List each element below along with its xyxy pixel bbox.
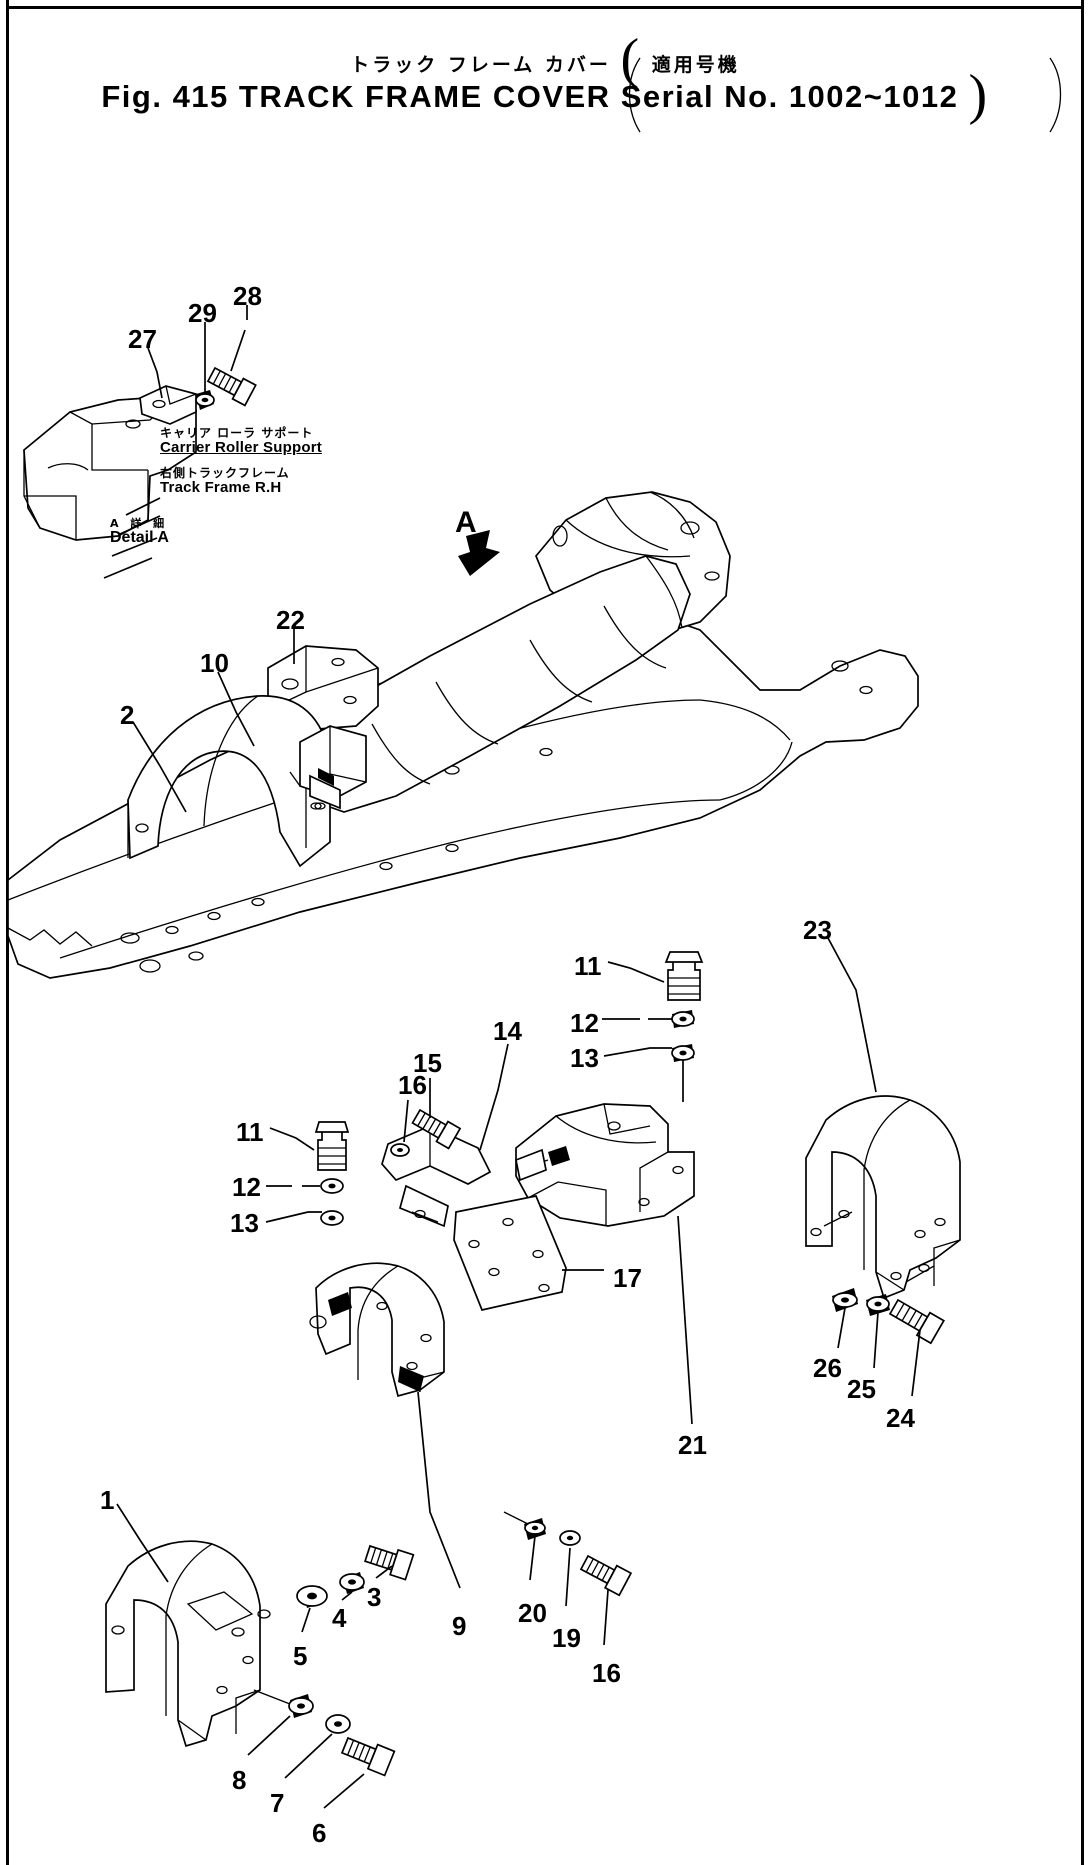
callout-8-c8: 8 (232, 1765, 247, 1795)
callout-26-c26: 26 (813, 1353, 842, 1383)
fasteners-11-12-13-right (602, 951, 704, 1102)
bracket-21-artwork (381, 1043, 695, 1646)
title-block: トラック フレーム カバー ( 適用号機 Fig. 415 TRACK FRAM… (0, 31, 1090, 123)
callout-12-c12b: 12 (570, 1008, 599, 1038)
callout-20-c20: 20 (518, 1598, 547, 1628)
callout-23-c23: 23 (803, 915, 832, 945)
callout-11-c11b: 11 (574, 951, 602, 981)
callout-13-c13b: 13 (570, 1043, 599, 1073)
serial-english: Serial No. 1002~1012 (620, 79, 959, 114)
cover-1-artwork (105, 1503, 415, 1809)
page-border-left (6, 0, 9, 1865)
figure-title: Fig. 415 TRACK FRAME COVER (101, 79, 611, 114)
callout-13-c13a: 13 (230, 1208, 259, 1238)
callout-2-c2: 2 (120, 700, 135, 730)
page-border-right (1081, 0, 1084, 1865)
cover-23-artwork (805, 937, 961, 1397)
callout-21-c21: 21 (678, 1430, 707, 1460)
note-2-japanese: 右側トラックフレーム (160, 466, 290, 480)
detail-a-label-japanese: A 詳 細 (110, 517, 169, 530)
callout-19-c19: 19 (552, 1623, 581, 1653)
fasteners-11-12-13-left (265, 1121, 350, 1226)
callout-12-c12a: 12 (232, 1172, 261, 1202)
callout-a-cA: A (455, 506, 477, 539)
title-english: Fig. 415 TRACK FRAME COVER Serial No. 10… (0, 67, 1090, 123)
title-japanese: トラック フレーム カバー ( 適用号機 (0, 31, 1090, 87)
callout-15-c15: 15 (413, 1048, 442, 1078)
title-paren-close: ) (968, 64, 989, 126)
callout-10-c10: 10 (200, 648, 229, 678)
callout-16-c16a: 16 (398, 1070, 427, 1100)
note-2-english: Track Frame R.H (160, 478, 282, 496)
callout-28-c28: 28 (233, 281, 262, 311)
callout-11-c11a: 11 (236, 1117, 264, 1147)
bracket-9-artwork (309, 1262, 461, 1589)
serial-japanese: 適用号機 (651, 54, 740, 76)
detail-a-note-1: キャリア ローラ サポート Carrier Roller Support (160, 427, 322, 455)
note-1-japanese: キャリア ローラ サポート (160, 426, 314, 440)
callout-7-c7: 7 (270, 1788, 285, 1818)
callout-9-c9: 9 (452, 1611, 467, 1641)
callout-29-c29: 29 (188, 298, 217, 328)
detail-a-label: A 詳 細 Detail A (110, 518, 169, 546)
callout-22-c22: 22 (276, 605, 305, 635)
callout-14-c14: 14 (493, 1016, 522, 1046)
callout-5-c5: 5 (293, 1641, 308, 1671)
callout-17-c17: 17 (613, 1263, 642, 1293)
detail-a-label-english: Detail A (110, 528, 169, 546)
callout-3-c3: 3 (367, 1582, 382, 1612)
callout-16-c16b: 16 (592, 1658, 621, 1688)
main-assembly-artwork (7, 491, 919, 979)
note-1-english: Carrier Roller Support (160, 438, 322, 456)
callout-24-c24: 24 (886, 1403, 915, 1433)
callout-27-c27: 27 (128, 324, 157, 354)
title-japanese-main: トラック フレーム カバー (350, 54, 611, 76)
detail-a-note-2: 右側トラックフレーム Track Frame R.H (160, 467, 290, 495)
callout-1-c1: 1 (100, 1485, 115, 1515)
callout-4-c4: 4 (332, 1603, 347, 1633)
callout-6-c6: 6 (312, 1818, 327, 1848)
page-border-top (6, 6, 1084, 9)
callout-25-c25: 25 (847, 1374, 876, 1404)
